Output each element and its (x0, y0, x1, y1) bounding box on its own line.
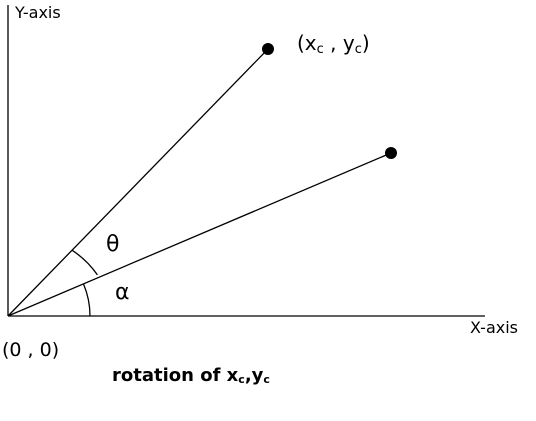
point-label-sep: , y (324, 31, 355, 55)
theta-arc (71, 249, 98, 276)
alpha-arc (82, 283, 91, 317)
ray-to-xc-yc (7, 48, 269, 317)
origin-label: (0 , 0) (2, 339, 59, 361)
y-axis-label: Y-axis (14, 3, 61, 22)
caption: rotation of xc,yc (112, 365, 270, 386)
caption-mid: ,y (245, 365, 264, 386)
point-label-close: ) (362, 31, 370, 55)
caption-main: rotation of x (112, 365, 239, 386)
point-second (385, 147, 397, 159)
caption-sub-2: c (263, 373, 270, 386)
point-label-y-sub: c (355, 42, 362, 57)
ray-to-second-point (7, 152, 392, 317)
theta-label: θ (106, 232, 119, 257)
x-axis-label: X-axis (470, 318, 518, 337)
point-label-open: (x (297, 31, 317, 55)
caption-sub-1: c (238, 373, 245, 386)
point-xc-yc-label: (xc , yc) (297, 31, 370, 57)
alpha-label: α (115, 280, 130, 305)
point-xc-yc (262, 43, 274, 55)
point-label-x-sub: c (317, 42, 324, 57)
